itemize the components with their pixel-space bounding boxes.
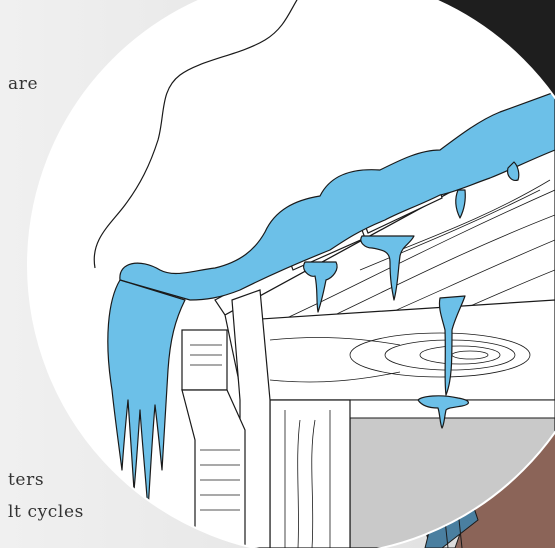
body-text-fragment: ters: [8, 470, 44, 490]
body-text-fragment: lt cycles: [8, 502, 84, 522]
body-text-fragment: are: [8, 74, 38, 94]
